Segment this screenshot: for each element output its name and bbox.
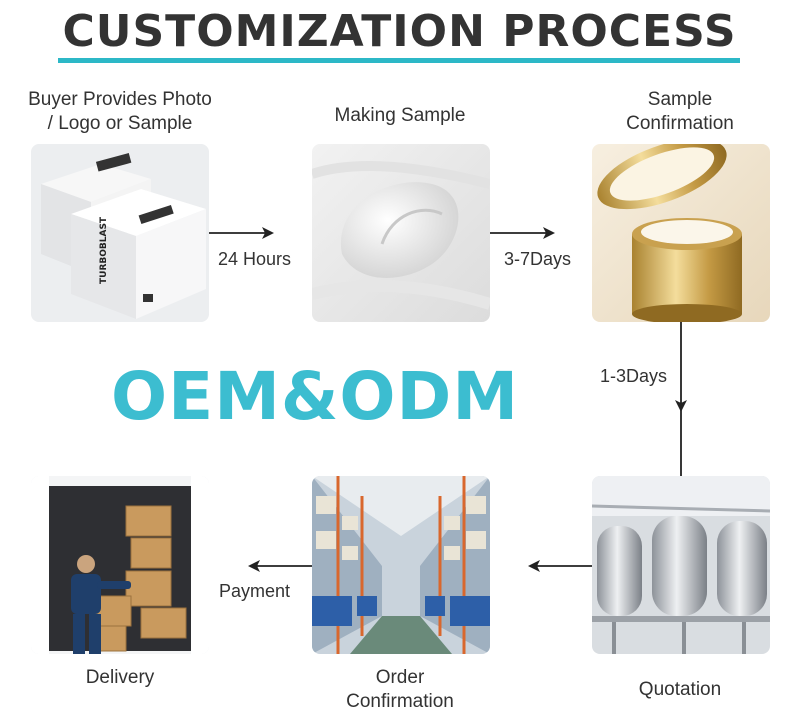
oem-odm-title: OEM&ODM [111, 358, 519, 435]
svg-text:TURBOBLAST: TURBOBLAST [99, 216, 109, 284]
transition-label-3: 1-3Days [598, 366, 670, 387]
delivery-van-image [31, 476, 209, 654]
step-5-label: Order Confirmation [346, 667, 454, 712]
step-1-label: Buyer Provides Photo / Logo or Sample [28, 89, 212, 134]
warehouse-image [312, 476, 490, 654]
step-6-label: Delivery [85, 667, 155, 688]
product-box-image: TURBOBLAST [31, 144, 209, 322]
cream-texture-image [312, 144, 490, 322]
step-2-label: Making Sample [334, 105, 466, 126]
step-4-label: Quotation [638, 679, 722, 700]
cream-jar-image [592, 144, 770, 322]
factory-tanks-image [592, 476, 770, 654]
transition-label-2: 3-7Days [502, 249, 574, 270]
title-underline [58, 58, 740, 63]
transition-label-1: 24 Hours [216, 249, 294, 270]
step-3-label: Sample Confirmation [626, 89, 734, 134]
page-title: CUSTOMIZATION PROCESS [62, 6, 737, 57]
transition-label-4: Payment [217, 581, 293, 602]
